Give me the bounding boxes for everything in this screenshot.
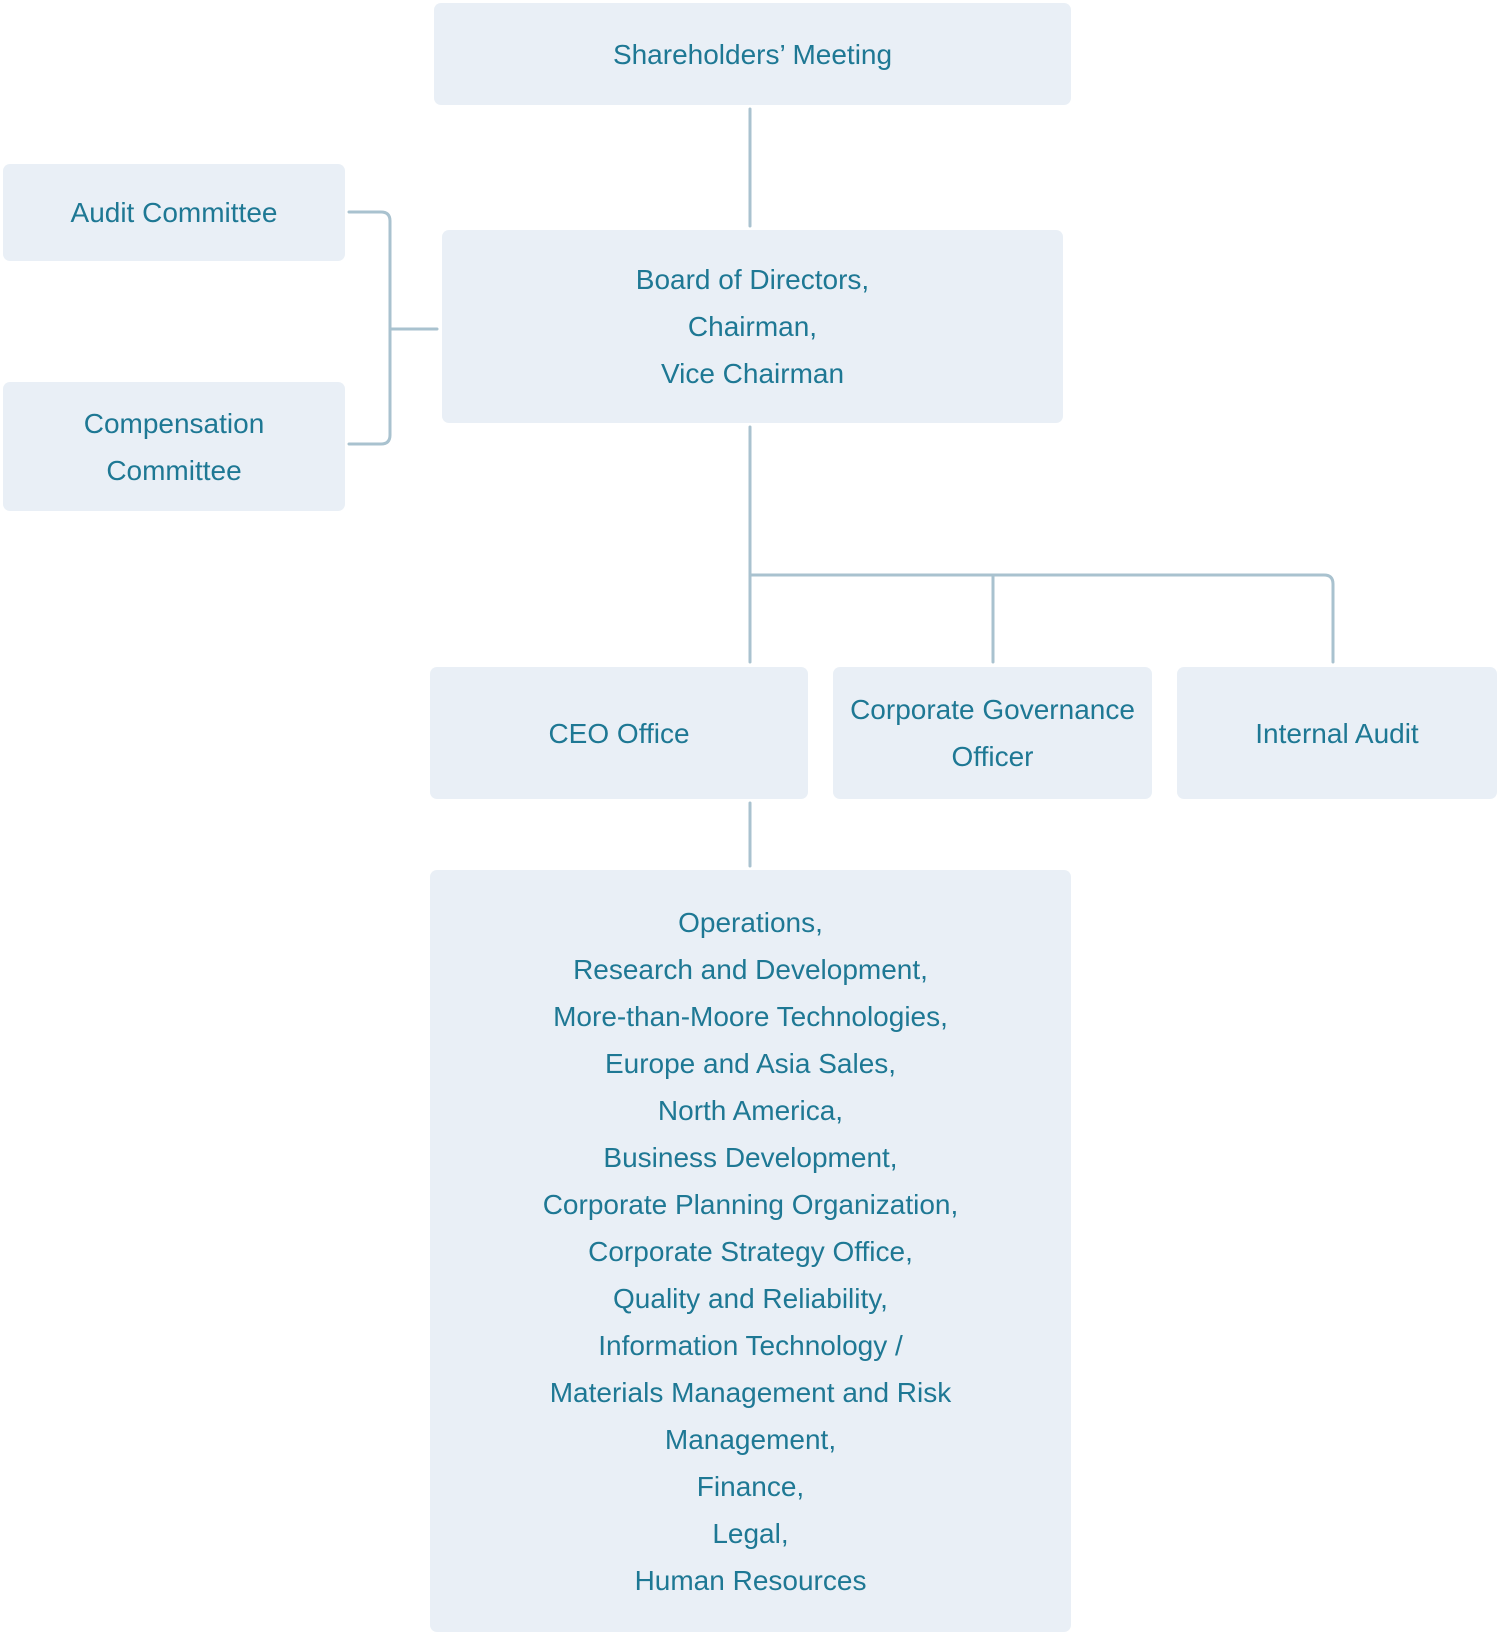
connector-committees-bracket: [347, 210, 392, 446]
node-label: Vice Chairman: [660, 358, 845, 389]
node-board-of-directors: Board of Directors, Chairman, Vice Chair…: [442, 230, 1063, 423]
node-label: Corporate Planning Organization,: [542, 1188, 959, 1220]
node-compensation-committee: Compensation Committee: [3, 382, 345, 511]
node-label: Chairman,: [687, 311, 818, 342]
node-label: North America,: [657, 1094, 844, 1126]
node-corporate-governance-officer: Corporate Governance Officer: [833, 667, 1152, 799]
node-label: Information Technology /: [598, 1329, 903, 1361]
node-label: Internal Audit: [1255, 717, 1419, 749]
node-label: Board of Directors,: [635, 264, 870, 295]
node-label: Audit Committee: [70, 197, 278, 228]
node-shareholders-meeting: Shareholders’ Meeting: [434, 3, 1071, 105]
node-label: More-than-Moore Technologies,: [553, 1000, 948, 1032]
node-label: Operations,: [678, 906, 823, 938]
node-label: Corporate Strategy Office,: [588, 1235, 913, 1267]
node-divisions: Operations, Research and Development, Mo…: [430, 870, 1071, 1632]
node-label: Quality and Reliability,: [613, 1282, 888, 1314]
node-label: Research and Development,: [573, 953, 928, 985]
node-ceo-office: CEO Office: [430, 667, 808, 799]
node-label: Management,: [664, 1423, 837, 1455]
node-label: Human Resources: [634, 1564, 867, 1596]
node-label: Materials Management and Risk: [549, 1376, 952, 1408]
node-label: Corporate Governance: [850, 694, 1135, 725]
node-label: Legal,: [712, 1517, 789, 1549]
node-label: Business Development,: [603, 1141, 898, 1173]
node-label: Finance,: [696, 1470, 805, 1502]
node-internal-audit: Internal Audit: [1177, 667, 1497, 799]
node-label: Committee: [106, 454, 242, 486]
node-label: CEO Office: [548, 717, 690, 749]
node-audit-committee: Audit Committee: [3, 164, 345, 261]
node-label: Shareholders’ Meeting: [612, 38, 893, 70]
node-label: Officer: [951, 741, 1034, 772]
node-label: Compensation: [83, 407, 265, 439]
node-label: Europe and Asia Sales,: [604, 1047, 897, 1079]
connector-branch-to-staff: [748, 573, 1335, 664]
